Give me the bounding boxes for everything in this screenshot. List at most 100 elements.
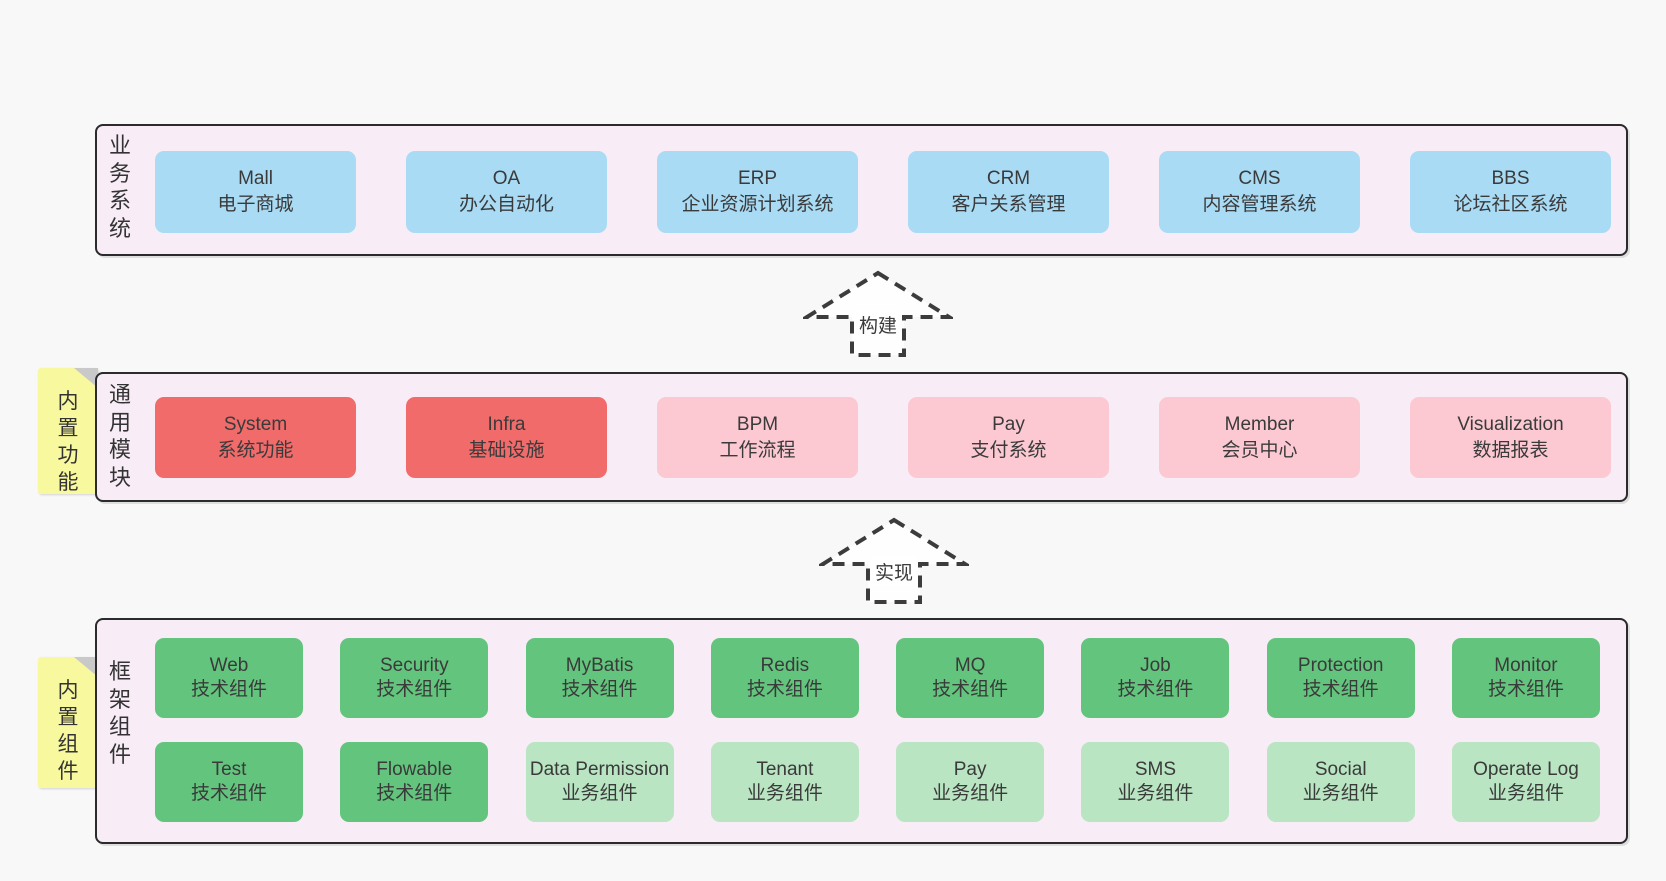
arrow-label: 构建 — [853, 310, 903, 339]
box-subtitle: 办公自动化 — [458, 194, 554, 215]
band-business-systems: 业务系统 Mall 电子商城 OA 办公自动化 ERP 企业资源计划系统 CRM… — [95, 124, 1628, 256]
box-cms: CMS 内容管理系统 — [1159, 151, 1360, 233]
box-monitor: Monitor 技术组件 — [1451, 638, 1600, 718]
box-mq: MQ 技术组件 — [896, 638, 1045, 718]
box-title: Pay — [953, 759, 987, 780]
box-data-permission: Data Permission 业务组件 — [525, 742, 674, 822]
box-infra: Infra 基础设施 — [406, 397, 607, 478]
box-protection: Protection 技术组件 — [1266, 638, 1415, 718]
box-title: Infra — [487, 413, 526, 435]
box-subtitle: 业务组件 — [1487, 783, 1564, 804]
box-row: System 系统功能 Infra 基础设施 BPM 工作流程 Pay 支付系统… — [155, 397, 1611, 478]
box-row: Mall 电子商城 OA 办公自动化 ERP 企业资源计划系统 CRM 客户关系… — [155, 151, 1611, 233]
box-row: Test 技术组件 Flowable 技术组件 Data Permission … — [155, 742, 1600, 822]
box-visualization: Visualization 数据报表 — [1410, 397, 1611, 478]
box-subtitle: 技术组件 — [376, 679, 453, 700]
box-subtitle: 技术组件 — [1487, 679, 1564, 700]
box-system: System 系统功能 — [155, 397, 356, 478]
box-title: Operate Log — [1473, 759, 1579, 780]
box-title: Security — [379, 655, 449, 676]
box-title: MyBatis — [565, 655, 634, 676]
box-subtitle: 基础设施 — [468, 439, 545, 461]
box-subtitle: 电子商城 — [217, 194, 294, 215]
box-title: Tenant — [756, 759, 814, 780]
box-subtitle: 业务组件 — [1117, 783, 1194, 804]
box-mybatis: MyBatis 技术组件 — [525, 638, 674, 718]
band-common-modules: 通用模块 System 系统功能 Infra 基础设施 BPM 工作流程 Pay… — [95, 372, 1628, 502]
box-subtitle: 企业资源计划系统 — [681, 194, 834, 215]
box-subtitle: 业务组件 — [746, 783, 823, 804]
box-pay-component: Pay 业务组件 — [896, 742, 1045, 822]
box-subtitle: 工作流程 — [719, 439, 796, 461]
arrow-build: 构建 — [803, 268, 953, 360]
box-subtitle: 技术组件 — [1117, 679, 1194, 700]
box-subtitle: 技术组件 — [932, 679, 1009, 700]
band-label: 框架组件 — [108, 659, 131, 767]
box-subtitle: 技术组件 — [746, 679, 823, 700]
box-tenant: Tenant 业务组件 — [710, 742, 859, 822]
box-erp: ERP 企业资源计划系统 — [657, 151, 858, 233]
box-pay-system: Pay 支付系统 — [908, 397, 1109, 478]
box-title: BBS — [1491, 168, 1530, 189]
box-mall: Mall 电子商城 — [155, 151, 356, 233]
box-subtitle: 技术组件 — [190, 783, 267, 804]
box-test: Test 技术组件 — [155, 742, 303, 822]
sticky-label: 内置功能 — [57, 390, 79, 494]
box-title: Redis — [760, 655, 810, 676]
box-flowable: Flowable 技术组件 — [340, 742, 489, 822]
band-label: 业务系统 — [108, 133, 131, 241]
box-subtitle: 论坛社区系统 — [1453, 194, 1568, 215]
band-framework-components: 框架组件 Web 技术组件 Security 技术组件 MyBatis 技术组件… — [95, 618, 1628, 844]
box-subtitle: 数据报表 — [1472, 439, 1549, 461]
box-redis: Redis 技术组件 — [710, 638, 859, 718]
box-subtitle: 技术组件 — [561, 679, 638, 700]
box-web: Web 技术组件 — [155, 638, 303, 718]
box-sms: SMS 业务组件 — [1081, 742, 1230, 822]
box-job: Job 技术组件 — [1081, 638, 1230, 718]
box-title: Pay — [992, 413, 1025, 435]
box-subtitle: 业务组件 — [1302, 783, 1379, 804]
box-title: CMS — [1238, 168, 1281, 189]
box-title: ERP — [737, 168, 778, 189]
box-subtitle: 技术组件 — [376, 783, 453, 804]
box-subtitle: 客户关系管理 — [951, 194, 1066, 215]
box-title: Visualization — [1457, 413, 1564, 435]
box-bpm: BPM 工作流程 — [657, 397, 858, 478]
box-security: Security 技术组件 — [340, 638, 489, 718]
box-title: Mall — [238, 168, 273, 189]
box-social: Social 业务组件 — [1266, 742, 1415, 822]
box-subtitle: 支付系统 — [970, 439, 1047, 461]
box-operate-log: Operate Log 业务组件 — [1451, 742, 1600, 822]
box-member: Member 会员中心 — [1159, 397, 1360, 478]
box-title: Protection — [1297, 655, 1384, 676]
box-row: Web 技术组件 Security 技术组件 MyBatis 技术组件 Redi… — [155, 638, 1600, 718]
box-subtitle: 内容管理系统 — [1202, 194, 1317, 215]
box-title: Monitor — [1494, 655, 1558, 676]
box-oa: OA 办公自动化 — [406, 151, 607, 233]
box-title: Social — [1314, 759, 1367, 780]
box-title: CRM — [986, 168, 1031, 189]
box-title: System — [223, 413, 288, 435]
box-title: Job — [1140, 655, 1171, 676]
arrow-label: 实现 — [869, 557, 919, 586]
arrow-implement: 实现 — [819, 515, 969, 607]
box-subtitle: 技术组件 — [1302, 679, 1379, 700]
box-subtitle: 技术组件 — [190, 679, 267, 700]
box-title: Data Permission — [529, 759, 670, 780]
box-subtitle: 业务组件 — [561, 783, 638, 804]
box-title: BPM — [736, 413, 779, 435]
sticky-label: 内置组件 — [57, 679, 79, 783]
sticky-note-builtin-features: 内置功能 — [38, 368, 98, 494]
box-title: SMS — [1134, 759, 1176, 780]
box-crm: CRM 客户关系管理 — [908, 151, 1109, 233]
box-subtitle: 系统功能 — [217, 439, 294, 461]
box-title: Member — [1224, 413, 1295, 435]
box-subtitle: 会员中心 — [1221, 439, 1298, 461]
box-title: Web — [209, 655, 249, 676]
box-subtitle: 业务组件 — [932, 783, 1009, 804]
box-title: Flowable — [376, 759, 453, 780]
box-title: Test — [211, 759, 247, 780]
box-title: OA — [492, 168, 521, 189]
box-title: MQ — [954, 655, 986, 676]
